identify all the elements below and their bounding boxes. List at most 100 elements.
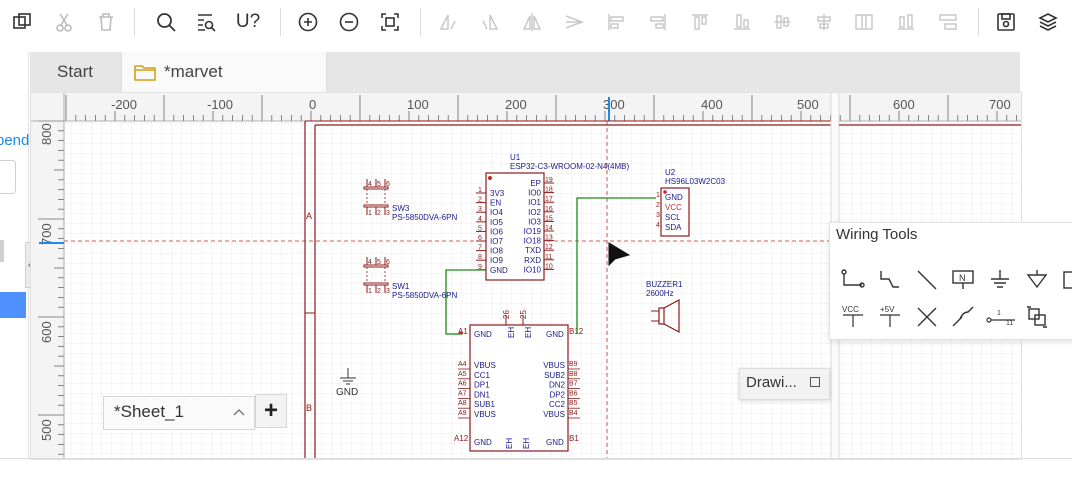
net-flag-icon[interactable]: [1022, 265, 1052, 295]
pin-number: 16: [545, 206, 553, 213]
distribute-h-icon[interactable]: [848, 6, 880, 38]
sw3-ref: SW3: [392, 204, 410, 213]
ruler-label: 700: [989, 97, 1011, 112]
buzzer-ref: BUZZER1: [646, 280, 683, 289]
pin-number: A6: [458, 381, 467, 388]
net-port-icon[interactable]: [1022, 302, 1052, 332]
maximize-icon[interactable]: [810, 377, 820, 387]
component-usb[interactable]: GND GND EH EH 26 25 A1 B12 A12 B1 GND GN…: [454, 310, 584, 452]
ground-symbol[interactable]: GND: [336, 368, 358, 398]
main-toolbar: U?: [0, 0, 1072, 44]
align-right-icon[interactable]: [642, 6, 674, 38]
switch-pin-number: 1: [368, 288, 372, 295]
duplicate-icon[interactable]: [6, 6, 38, 38]
align-center-v-icon[interactable]: [808, 6, 840, 38]
u2-pin: VCC: [665, 203, 682, 212]
pin-label: SUB1: [474, 400, 495, 409]
pin-label: IO3: [528, 217, 541, 226]
pin-number: B4: [569, 410, 578, 417]
no-connect-icon[interactable]: [912, 302, 942, 332]
component-buzzer1[interactable]: BUZZER1 2600Hz: [646, 280, 683, 333]
delete-icon[interactable]: [90, 6, 122, 38]
align-center-h-icon[interactable]: [766, 6, 798, 38]
vcc-icon[interactable]: VCC: [838, 302, 868, 332]
layers-icon[interactable]: [1032, 6, 1064, 38]
svg-text:GND: GND: [546, 330, 564, 339]
flip-vertical-icon[interactable]: [558, 6, 590, 38]
pin-number: A7: [458, 390, 467, 397]
save-icon[interactable]: [990, 6, 1022, 38]
tab-start[interactable]: Start: [30, 52, 120, 92]
distribute-icon[interactable]: [932, 6, 964, 38]
component-u2[interactable]: U2 HS96L03W2C03 GND VCC SCL SDA 1 2 3 4: [656, 168, 726, 237]
pin-label: IO5: [490, 218, 503, 227]
pin-label: IO8: [490, 247, 503, 256]
u2-pin-num: 4: [656, 222, 660, 229]
ground-icon[interactable]: [985, 265, 1015, 295]
rotate-right-icon[interactable]: [474, 6, 506, 38]
distribute-v-icon[interactable]: [890, 6, 922, 38]
pin-label: IO18: [524, 237, 542, 246]
top-ruler: [31, 93, 1021, 121]
ruler-label: -100: [207, 97, 233, 112]
net-label-icon[interactable]: N: [948, 265, 978, 295]
add-sheet-button[interactable]: +: [255, 394, 287, 428]
sheet-selector[interactable]: *Sheet_1: [103, 396, 255, 430]
cut-icon[interactable]: [48, 6, 80, 38]
zoom-fit-icon[interactable]: [374, 6, 406, 38]
pin-label: IO9: [490, 256, 503, 265]
search-icon[interactable]: [150, 6, 182, 38]
left-panel-selected-item[interactable]: [0, 292, 26, 318]
wire-icon[interactable]: [838, 265, 868, 295]
component-u1[interactable]: U1 ESP32-C3-WROOM-02-N4(4MB) 3V31EN2IO43…: [476, 153, 629, 281]
drawing-tools-panel[interactable]: Drawi...: [739, 368, 830, 400]
left-panel-input[interactable]: [0, 160, 16, 194]
switch-pin-number: 5: [377, 181, 381, 188]
rotate-left-icon[interactable]: [432, 6, 464, 38]
tab-bar: Start *marvet: [30, 52, 1020, 92]
pin-label: EP: [530, 179, 541, 188]
align-top-icon[interactable]: [684, 6, 716, 38]
gnd-label: GND: [336, 387, 358, 398]
bus-icon[interactable]: [875, 265, 905, 295]
plus5v-icon[interactable]: +5V: [875, 302, 905, 332]
pin-label: 3V3: [490, 189, 505, 198]
pin-number: 15: [545, 215, 553, 222]
wiring-tools-title: Wiring Tools: [836, 226, 918, 243]
flip-horizontal-icon[interactable]: [516, 6, 548, 38]
find-replace-icon[interactable]: [190, 6, 222, 38]
unknown-icon[interactable]: U?: [235, 11, 261, 32]
mouse-cursor: [608, 242, 631, 267]
svg-text:+5V: +5V: [880, 305, 895, 314]
frame-marker: A: [306, 211, 312, 221]
line-icon[interactable]: [912, 265, 942, 295]
pin-number: 8: [478, 254, 482, 261]
switch-pin-number: 2: [377, 210, 381, 217]
ruler-label: 600: [893, 97, 915, 112]
u2-part: HS96L03W2C03: [665, 177, 726, 186]
drawing-panel-label: Drawi...: [746, 374, 797, 391]
zoom-in-icon[interactable]: [292, 6, 324, 38]
tab-marvet[interactable]: *marvet: [121, 52, 327, 92]
chevron-up-icon[interactable]: [232, 406, 246, 418]
switch-pin-number: 6: [386, 181, 390, 188]
extra-icon[interactable]: [1058, 265, 1072, 295]
pin-label: EN: [490, 199, 501, 208]
zoom-out-icon[interactable]: [333, 6, 365, 38]
pin-number: A9: [458, 410, 467, 417]
pin-label: SUB2: [544, 371, 565, 380]
align-left-icon[interactable]: [600, 6, 632, 38]
svg-text:26: 26: [502, 310, 511, 319]
pin-number: 6: [478, 235, 482, 242]
bus-entry-icon[interactable]: [948, 302, 978, 332]
pin-number: 14: [545, 225, 553, 232]
align-bottom-icon[interactable]: [726, 6, 758, 38]
pin-number: 4: [478, 216, 482, 223]
svg-text:EH: EH: [524, 327, 533, 338]
pin-number: 7: [478, 245, 482, 252]
pin-number: 3: [478, 206, 482, 213]
